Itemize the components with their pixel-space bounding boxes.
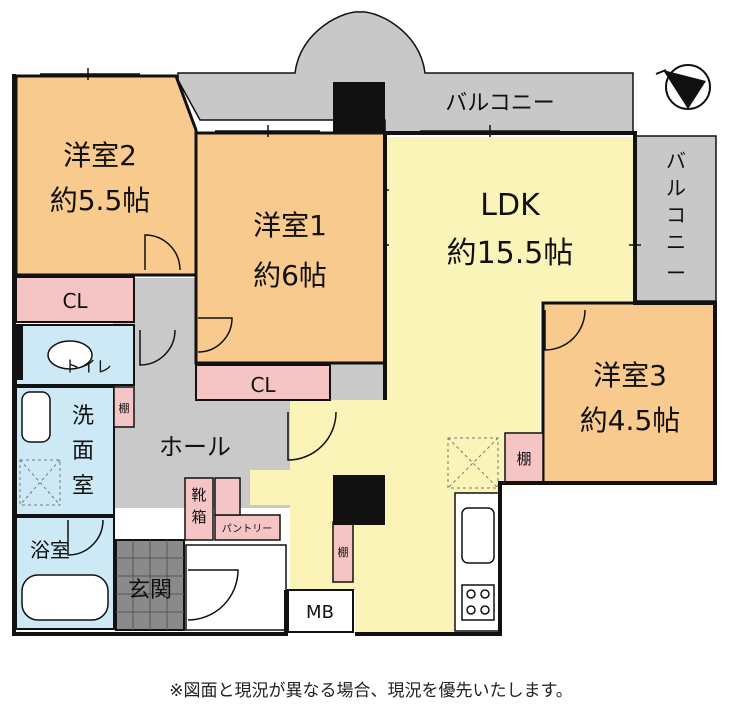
wash-basin xyxy=(21,391,51,443)
stove-icon xyxy=(461,584,495,621)
walls xyxy=(12,74,717,636)
svg-text:室: 室 xyxy=(72,474,94,499)
closet-western2 xyxy=(15,276,135,323)
floor-plan: 洋室2 約5.5帖 洋室1 約6帖 LDK 約15.5帖 洋室3 約4.5帖 バ… xyxy=(12,11,717,636)
svg-text:バ: バ xyxy=(666,149,686,173)
svg-text:ル: ル xyxy=(666,176,686,200)
room-western3 xyxy=(541,301,717,485)
closet-western1 xyxy=(195,364,331,401)
entrance-tiles xyxy=(116,540,184,630)
svg-text:靴: 靴 xyxy=(191,486,206,504)
svg-text:ニ: ニ xyxy=(666,230,686,254)
balcony-top xyxy=(177,11,634,134)
balcony-side-label: バ ル コ ニ ー xyxy=(666,149,686,285)
bathroom-label: 浴室 xyxy=(30,538,70,562)
ceiling-storage-mark xyxy=(19,437,499,506)
balcony-side xyxy=(635,135,717,302)
toilet-bowl xyxy=(47,340,93,370)
room-western3-name: 洋室3 xyxy=(593,359,667,392)
shoe-box-label: 靴 箱 xyxy=(191,486,206,526)
compass-north-icon xyxy=(655,64,711,110)
window-marks xyxy=(40,68,641,270)
toilet-label: トイレ xyxy=(64,357,112,376)
washroom-label: 洗 面 室 xyxy=(72,404,94,499)
pillar-top xyxy=(333,82,385,134)
hall-label: ホール xyxy=(159,433,231,461)
disclaimer-text: ※図面と現況が異なる場合、現況を優先いたします。 xyxy=(169,681,573,701)
shelf-washroom xyxy=(113,386,135,428)
pantry xyxy=(214,514,281,541)
room-western2-size: 約5.5帖 xyxy=(50,184,151,217)
kitchen-sink xyxy=(461,507,495,564)
room-ldk-name: LDK xyxy=(480,188,541,223)
entrance-hall-white xyxy=(185,544,287,631)
svg-text:コ: コ xyxy=(666,203,686,227)
svg-text:洗: 洗 xyxy=(72,404,94,429)
shelf-ldk-right-label: 棚 xyxy=(516,450,531,468)
svg-text:箱: 箱 xyxy=(191,508,206,526)
room-ldk-size: 約15.5帖 xyxy=(447,236,574,271)
room-western1-size: 約6帖 xyxy=(253,259,327,292)
room-western1-name: 洋室1 xyxy=(253,209,327,242)
door-swings xyxy=(67,234,586,621)
svg-text:面: 面 xyxy=(72,439,94,464)
pillar-middle xyxy=(333,475,385,525)
entrance-label: 玄関 xyxy=(128,578,172,603)
mb-label: MB xyxy=(306,602,334,623)
shelf-washroom-label: 棚 xyxy=(119,401,130,415)
svg-text:ー: ー xyxy=(666,261,686,285)
pillar-left xyxy=(13,325,23,380)
closet-western2-label: CL xyxy=(62,289,88,313)
shelf-ldk-left-label: 棚 xyxy=(338,545,349,559)
pantry-side xyxy=(214,477,241,516)
bathtub xyxy=(21,574,109,621)
shoe-box xyxy=(184,477,214,541)
pantry-label: パントリー xyxy=(222,523,273,535)
balcony-top-label: バルコニー xyxy=(445,91,555,116)
room-western2-name: 洋室2 xyxy=(63,139,137,172)
room-western3-size: 約4.5帖 xyxy=(580,404,681,437)
closet-western1-label: CL xyxy=(250,373,276,397)
room-western1 xyxy=(194,131,387,365)
